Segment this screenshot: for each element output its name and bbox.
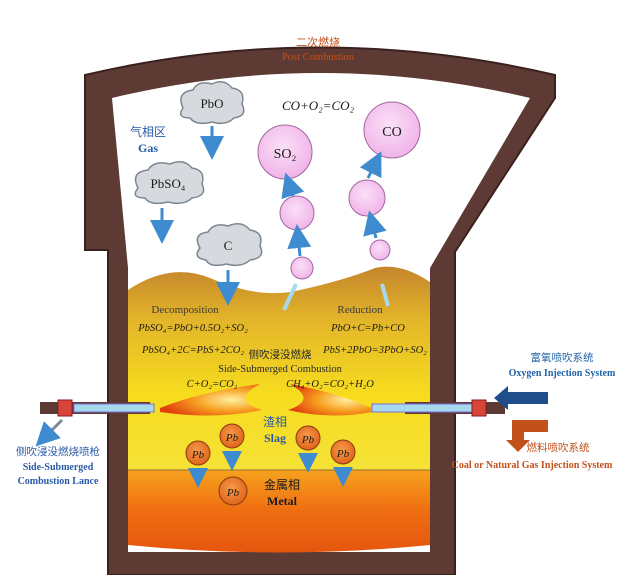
ssc-en: Side-Submerged Combustion bbox=[218, 364, 343, 375]
arrow-co-3 bbox=[380, 283, 390, 307]
bubble-so2-label: SO₂ bbox=[274, 147, 297, 162]
fuel-en: Coal or Natural Gas Injection System bbox=[452, 460, 613, 471]
oxygen-en: Oxygen Injection System bbox=[509, 368, 616, 379]
cloud-c-label: C bbox=[224, 238, 233, 253]
cloud-pbso4: PbSO₄ bbox=[134, 161, 205, 205]
metal-phase bbox=[128, 470, 430, 553]
bubble-co-small bbox=[369, 239, 391, 261]
lance-left-valve bbox=[57, 399, 73, 417]
reduction-eq2: PbS+2PbO=3PbO+SO₂ bbox=[322, 345, 427, 356]
flame-right bbox=[288, 384, 372, 416]
decomposition-label: Decomposition bbox=[151, 304, 219, 316]
lance-right bbox=[371, 403, 479, 413]
svg-text:Pb: Pb bbox=[336, 448, 350, 460]
pb-droplet: Pb bbox=[185, 440, 211, 488]
pb-droplet: Pb bbox=[330, 439, 356, 487]
bubble-co-label: CO bbox=[382, 125, 401, 140]
gas-zone-cn: 气相区 bbox=[130, 124, 166, 139]
metal-en: Metal bbox=[267, 494, 298, 508]
post-combustion-cn: 二次燃烧 bbox=[296, 35, 340, 49]
bubble-co-large bbox=[363, 101, 421, 159]
svg-text:Pb: Pb bbox=[301, 434, 315, 446]
reduction-eq1: PbO+C=Pb+CO bbox=[330, 323, 405, 334]
post-combustion-eq: CO+O₂=CO₂ bbox=[282, 98, 355, 113]
decomposition-eq2: PbSO₄+2C=PbS+2CO₂ bbox=[141, 345, 244, 356]
metal-cn: 金属相 bbox=[264, 477, 300, 492]
oxygen-cn: 富氧喷吹系统 bbox=[531, 351, 594, 364]
slag-cn: 渣相 bbox=[263, 415, 287, 429]
pb-droplet-metal: Pb bbox=[218, 476, 248, 506]
lance-left bbox=[73, 403, 155, 413]
arrow-co-2 bbox=[363, 210, 387, 239]
flame-left bbox=[160, 384, 262, 416]
cloud-pbo: PbO bbox=[179, 81, 245, 125]
gas-zone-en: Gas bbox=[138, 141, 158, 155]
bubble-so2-mid bbox=[279, 195, 315, 231]
lance-en1: Side-Submerged bbox=[23, 462, 94, 473]
lance-en2: Combustion Lance bbox=[18, 476, 99, 487]
svg-text:Pb: Pb bbox=[226, 487, 240, 499]
cloud-pbso4-label: PbSO₄ bbox=[151, 176, 186, 191]
lance-pointer-arrow bbox=[35, 418, 64, 447]
pb-droplet: Pb bbox=[219, 423, 245, 471]
cloud-pbo-label: PbO bbox=[200, 96, 223, 111]
lance-right-valve bbox=[471, 399, 487, 417]
slag-en: Slag bbox=[264, 431, 286, 445]
fuel-arrow bbox=[506, 420, 548, 452]
bubble-so2-small bbox=[290, 256, 314, 280]
slag-bath bbox=[128, 266, 430, 480]
fuel-cn: 燃料喷吹系统 bbox=[527, 441, 590, 454]
reduction-label: Reduction bbox=[337, 304, 383, 316]
ssc-cn: 侧吹浸没燃烧 bbox=[249, 348, 312, 361]
arrow-so2-2 bbox=[287, 224, 312, 257]
oxygen-arrow bbox=[494, 386, 548, 410]
svg-text:Pb: Pb bbox=[225, 432, 239, 444]
ssc-eq2: CH₄+O₂=CO₂+H₂O bbox=[286, 379, 374, 390]
bubble-co-mid bbox=[348, 179, 386, 217]
arrow-so2-3 bbox=[282, 283, 298, 311]
cloud-c: C bbox=[196, 223, 263, 267]
svg-text:Pb: Pb bbox=[191, 449, 205, 461]
ssc-eq1: C+O₂=CO₂ bbox=[187, 379, 238, 390]
pb-droplet: Pb bbox=[295, 425, 321, 473]
lance-cn: 侧吹浸没燃烧喷枪 bbox=[16, 445, 100, 458]
arrow-so2-1 bbox=[281, 172, 305, 200]
post-combustion-en: Post Combustion bbox=[282, 52, 355, 63]
decomposition-eq1: PbSO₄=PbO+0.5O₂+SO₂ bbox=[137, 323, 248, 334]
arrow-co-1 bbox=[359, 151, 382, 179]
